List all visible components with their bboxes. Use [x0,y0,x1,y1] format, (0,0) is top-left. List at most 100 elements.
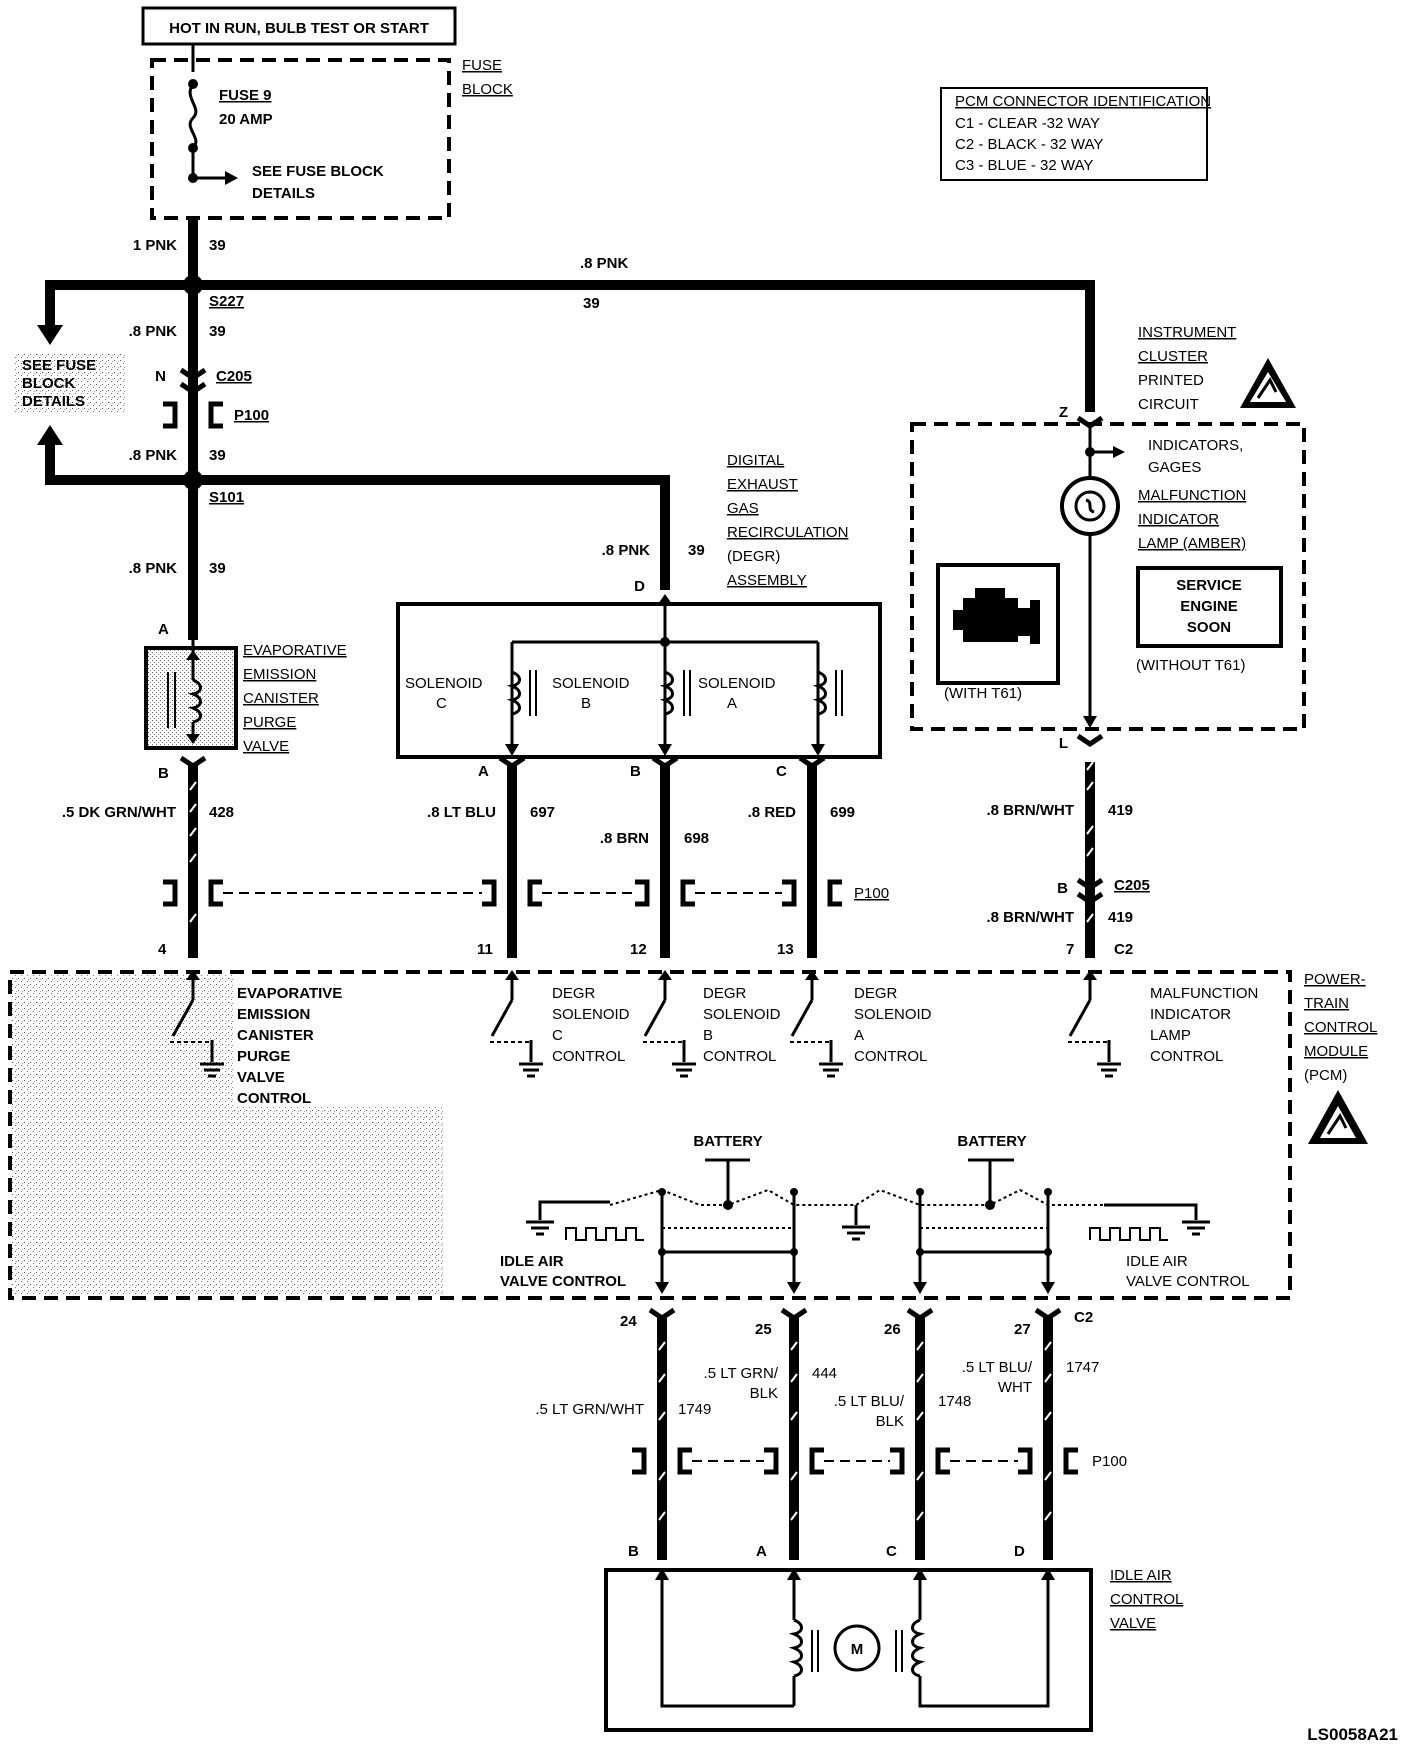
iac-valve-label-2: CONTROL [1110,1591,1183,1608]
mil-label-2: INDICATOR [1138,511,1219,528]
circuit-697: 697 [530,804,555,821]
see-fuse-left-2: BLOCK [22,375,75,392]
circuit-419-b: 419 [1108,909,1133,926]
pin-b-c205: B [1057,880,1068,897]
evap-ctrl-5: VALVE [237,1069,285,1086]
pin-z: Z [1059,404,1068,421]
iac-valve-label-1: IDLE AIR [1110,1567,1172,1584]
iac-ctrl-left-2: VALVE CONTROL [500,1273,626,1290]
coil-b-icon [659,670,674,716]
iac-ctrl-left-1: IDLE AIR [500,1253,564,1270]
power-source-label: HOT IN RUN, BULB TEST OR START [169,20,429,37]
fuse-icon [188,83,198,150]
iac-driver: BATTERY BATTERY [526,1133,1210,1294]
pin-27: 27 [1014,1321,1031,1338]
pcm-box [8,970,1292,1300]
motor-icon: M [833,1624,881,1672]
iac-ctrl-right-1: IDLE AIR [1126,1253,1188,1270]
pcm-id-row-3: C3 - BLUE - 32 WAY [955,157,1093,174]
fuse-block-box [150,58,451,220]
circuit-444: 444 [812,1365,837,1382]
pin-24: 24 [620,1313,637,1330]
pin-12: 12 [630,941,647,958]
wire-red: .8 RED [748,804,797,821]
cluster-label-4: CIRCUIT [1138,396,1199,413]
pin-13: 13 [777,941,794,958]
degr-c-ctrl-4: CONTROL [552,1048,625,1065]
iac-valve-internals [655,1568,1055,1708]
pin-c-degr: C [776,763,787,780]
degr-label-2: EXHAUST [727,476,798,493]
evap-valve-label-2: EMISSION [243,666,316,683]
pin-d-iac: D [1014,1543,1025,1560]
connector-c205-a: C205 [216,368,252,385]
wire-ltbluwht-2: WHT [998,1379,1032,1396]
wire-ltgrnwht: .5 LT GRN/WHT [535,1401,644,1418]
service-engine-box [1136,566,1283,648]
pcm-stipple-area-2 [234,1106,444,1296]
pcm-label-5: (PCM) [1304,1067,1347,1084]
pcm-id-box [940,87,1208,181]
switch-drivers [170,970,1121,1078]
wire-39-b: 39 [209,323,226,340]
pin-11: 11 [477,941,493,958]
arrow-up-icon [37,425,63,445]
arrow-right-icon-2 [1113,446,1125,458]
wire-brnwht-b: .8 BRN/WHT [987,909,1075,926]
pin-b-iac: B [628,1543,639,1560]
wire-39-top: 39 [583,295,600,312]
wire-ltblublk-1: .5 LT BLU/ [834,1393,905,1410]
motor-label: M [851,1641,864,1658]
arrow-right-icon [225,171,238,185]
pin-d-degr: D [634,578,645,595]
wire-ltbluwht-1: .5 LT BLU/ [962,1359,1033,1376]
degr-b-ctrl-4: CONTROL [703,1048,776,1065]
degr-c-ctrl-1: DEGR [552,985,596,1002]
iac-valve-label-3: VALVE [1110,1615,1156,1632]
coil-icon [187,678,202,724]
service-1: SERVICE [1176,577,1242,594]
service-2: ENGINE [1180,598,1238,615]
degr-a-ctrl-3: A [854,1027,864,1044]
circuit-1748: 1748 [938,1393,971,1410]
evap-ctrl-4: PURGE [237,1048,290,1065]
pin-b-evap: B [158,765,169,782]
pin-26: 26 [884,1321,901,1338]
evap-ctrl-3: CANISTER [237,1027,314,1044]
degr-a-ctrl-4: CONTROL [854,1048,927,1065]
pin-b-degr: B [630,763,641,780]
arrow-down-icon [37,325,63,345]
splice-s227-label: S227 [209,293,244,310]
iac-ctrl-right-2: VALVE CONTROL [1126,1273,1250,1290]
circuit-419-a: 419 [1108,802,1133,819]
mil-ctrl-1: MALFUNCTION [1150,985,1258,1002]
wire-ltgrnblk-1: .5 LT GRN/ [704,1365,779,1382]
mil-ctrl-2: INDICATOR [1150,1006,1231,1023]
pin-a-evap: A [158,621,169,638]
degr-label-3: GAS [727,500,759,517]
pcm-label-1: POWER- [1304,971,1366,988]
fuse-block-label-2: BLOCK [462,81,513,98]
fuse-block-label-1: FUSE [462,57,502,74]
wire-08pnk-c: .8 PNK [129,447,178,464]
fuse-label-1: FUSE 9 [219,87,272,104]
pcm-stipple-area [12,974,234,1296]
solenoid-c-2: C [436,695,447,712]
solenoid-b-1: SOLENOID [552,675,630,692]
wire-ltblu: .8 LT BLU [427,804,496,821]
wire-08pnk-d: .8 PNK [129,560,178,577]
wire-1pnk: 1 PNK [133,237,177,254]
degr-b-ctrl-1: DEGR [703,985,747,1002]
evap-valve-box [144,646,238,750]
pin-7: 7 [1066,941,1074,958]
evap-valve-label-4: PURGE [243,714,296,731]
circuit-698: 698 [684,830,709,847]
figure-code: LS0058A21 [1307,1725,1398,1744]
pcm-id-row-2: C2 - BLACK - 32 WAY [955,136,1103,153]
degr-a-ctrl-1: DEGR [854,985,898,1002]
wire-brn: .8 BRN [600,830,649,847]
see-fuse-left-1: SEE FUSE [22,357,96,374]
wire-08pnk-b: .8 PNK [129,323,178,340]
wire-39-degr: 39 [688,542,705,559]
pcm-id-title: PCM CONNECTOR IDENTIFICATION [955,93,1211,110]
